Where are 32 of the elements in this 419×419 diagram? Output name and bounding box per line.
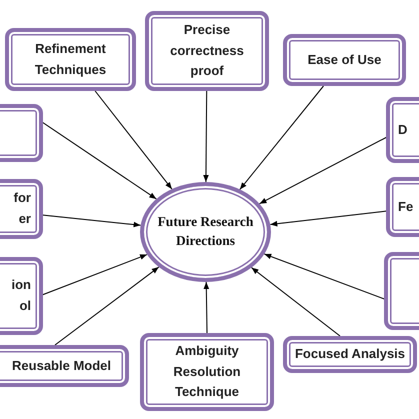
node-label: Refinement Techniques xyxy=(34,40,108,79)
arrow xyxy=(259,136,388,204)
arrow xyxy=(94,90,172,190)
topic-box xyxy=(283,336,417,373)
topic-box xyxy=(283,34,406,86)
node-label: Precise correctness proof xyxy=(169,20,245,80)
arrow xyxy=(42,254,148,296)
node-label: D xyxy=(398,120,408,139)
node-label: Future Research Directions xyxy=(156,213,254,250)
node-label: Ease of Use xyxy=(308,50,382,69)
topic-box xyxy=(0,179,43,239)
node-label: Focused Analysis xyxy=(294,345,406,364)
arrow xyxy=(251,267,340,336)
arrow xyxy=(54,266,160,346)
node-label: for er xyxy=(12,189,31,228)
topic-box xyxy=(140,333,274,411)
node-label: Ambiguity Resolution Technique xyxy=(172,342,242,402)
arrow xyxy=(42,122,157,200)
topic-box xyxy=(0,257,43,335)
node-label: ion ol xyxy=(10,276,31,315)
node-label: Reusable Model xyxy=(12,356,111,375)
arrow xyxy=(203,90,209,182)
arrow xyxy=(239,86,324,190)
topic-box xyxy=(0,345,129,387)
topic-box xyxy=(145,11,269,91)
empty-box xyxy=(384,252,419,330)
empty-box xyxy=(0,104,43,162)
arrow xyxy=(42,214,142,228)
topic-box xyxy=(5,28,136,91)
arrow xyxy=(270,210,388,226)
node-label: Fe xyxy=(398,198,414,216)
arrow xyxy=(204,282,210,334)
